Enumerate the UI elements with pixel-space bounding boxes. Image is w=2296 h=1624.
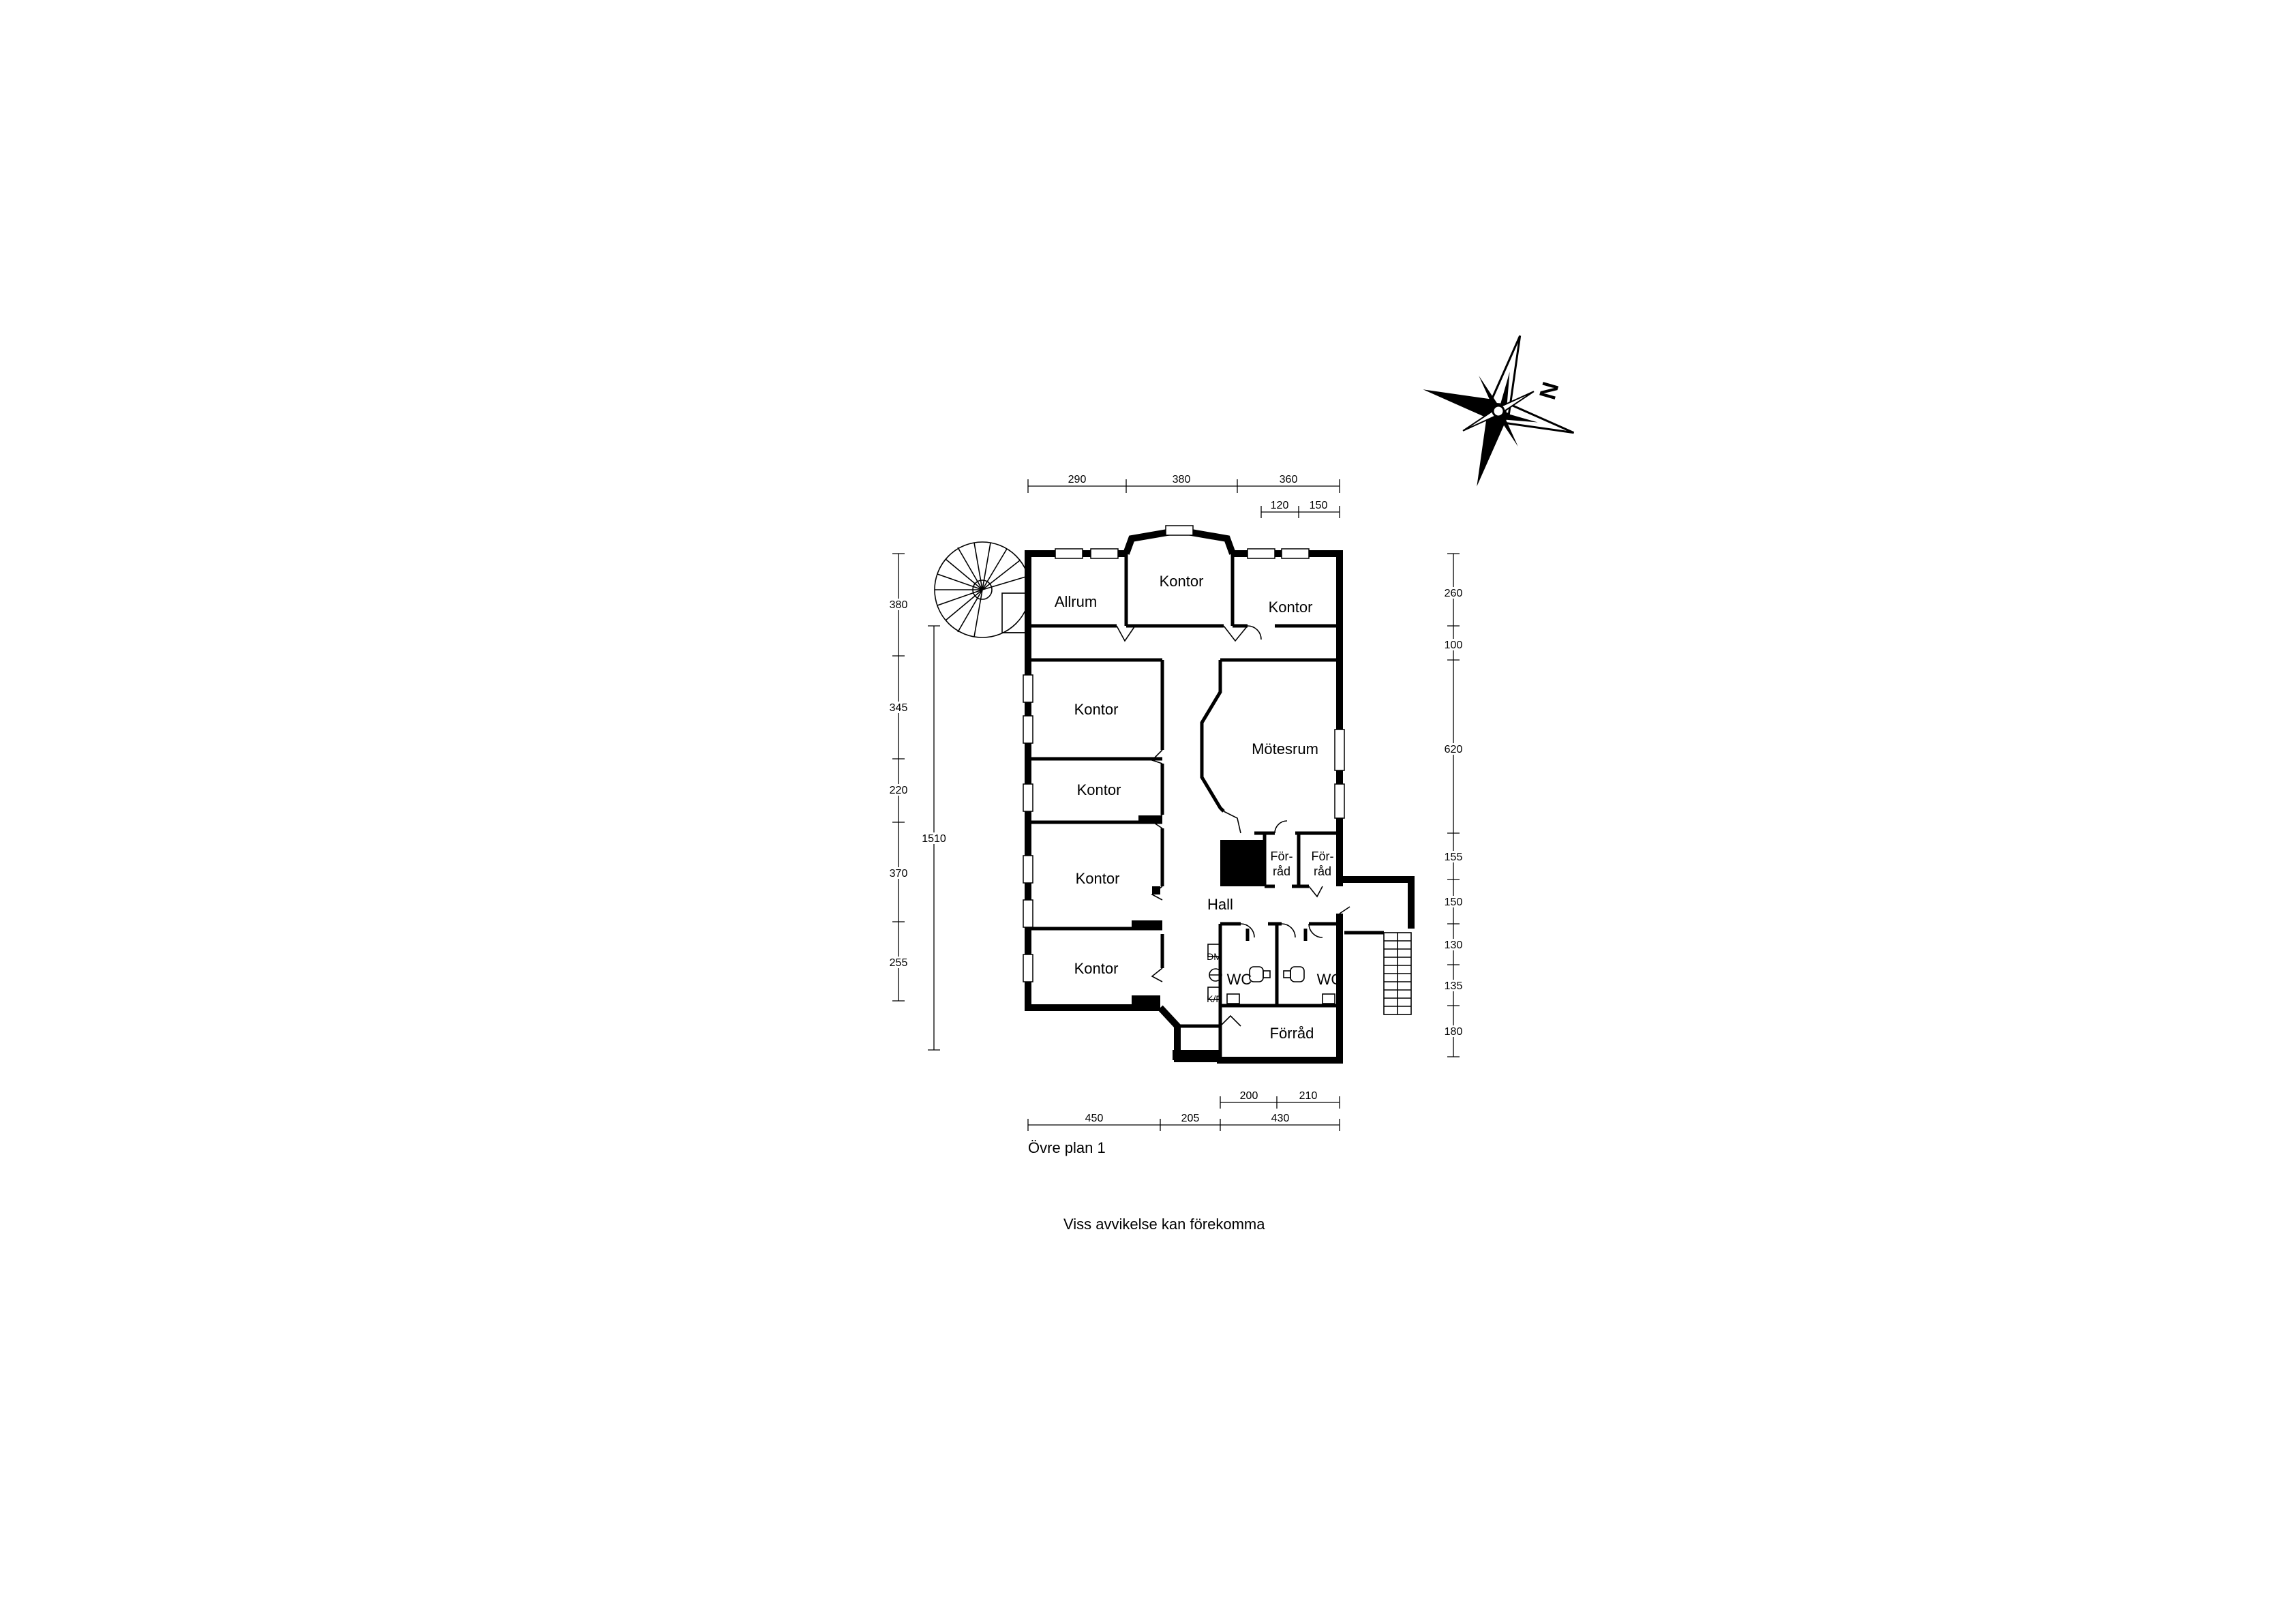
room-forrad-a-line2: råd xyxy=(1273,864,1290,878)
dim-bottom-2: 205 xyxy=(1181,1113,1200,1124)
dim-left-5: 255 xyxy=(890,957,908,969)
floor-name: Övre plan 1 xyxy=(1028,1139,1106,1156)
dim-left-1: 380 xyxy=(890,599,908,611)
room-forrad-b-line2: råd xyxy=(1314,864,1331,878)
dimension-bottom: 200 210 450 205 430 xyxy=(1027,1090,1340,1131)
dimension-top: 290 380 360 120 150 xyxy=(1027,474,1340,518)
label-kf: K/F xyxy=(1207,993,1222,1004)
dim-bottom-sub-1: 200 xyxy=(1240,1090,1258,1102)
dim-bottom-1: 450 xyxy=(1085,1113,1104,1124)
dimension-right: 260 100 620 155 150 130 135 180 xyxy=(1442,553,1464,1057)
dimension-left: 380 345 220 370 255 1510 xyxy=(888,553,948,1051)
compass-rose-icon xyxy=(1423,335,1575,487)
dim-bottom-3: 430 xyxy=(1271,1113,1290,1124)
compass-north-label: N xyxy=(1535,379,1564,402)
disclaimer: Viss avvikelse kan förekomma xyxy=(1063,1216,1265,1233)
dim-right-6: 130 xyxy=(1445,939,1463,951)
dim-bottom-sub-2: 210 xyxy=(1299,1090,1318,1102)
room-allrum: Allrum xyxy=(1055,593,1097,610)
solid-elements xyxy=(1132,815,1265,1060)
room-kontor-top: Kontor xyxy=(1160,573,1204,590)
room-wc-left: WC xyxy=(1227,971,1252,988)
dim-left-total: 1510 xyxy=(922,833,946,845)
exterior-stairs xyxy=(1344,931,1412,1015)
spiral-staircase xyxy=(934,541,1031,638)
dim-right-5: 150 xyxy=(1445,897,1463,908)
room-kontor-3: Kontor xyxy=(1076,870,1120,887)
interior-walls xyxy=(1028,554,1340,1059)
dim-left-3: 220 xyxy=(890,785,908,796)
room-forrad-bottom: Förråd xyxy=(1270,1025,1314,1042)
room-kontor-4: Kontor xyxy=(1074,960,1119,977)
room-motesrum: Mötesrum xyxy=(1252,740,1318,757)
dim-top-sub-1: 120 xyxy=(1271,500,1289,511)
room-kontor-top-right: Kontor xyxy=(1269,599,1313,616)
dim-left-2: 345 xyxy=(890,702,908,714)
dim-right-4: 155 xyxy=(1445,852,1463,863)
dim-left-4: 370 xyxy=(890,868,908,879)
dim-right-7: 135 xyxy=(1445,980,1463,992)
dim-right-3: 620 xyxy=(1445,744,1463,755)
room-kontor-2: Kontor xyxy=(1077,781,1121,798)
dim-right-2: 100 xyxy=(1445,640,1463,651)
dim-top-sub-2: 150 xyxy=(1310,500,1328,511)
doors xyxy=(1116,625,1350,1027)
dim-top-1: 290 xyxy=(1068,474,1087,485)
windows xyxy=(1023,525,1345,982)
dim-top-3: 360 xyxy=(1280,474,1298,485)
room-kontor-1: Kontor xyxy=(1074,701,1119,718)
wc-fixtures xyxy=(1207,944,1335,1004)
room-forrad-b-line1: För- xyxy=(1312,849,1334,863)
label-dm: DM xyxy=(1207,951,1222,962)
room-wc-right: WC xyxy=(1317,971,1342,988)
room-hall: Hall xyxy=(1207,896,1233,913)
dim-right-1: 260 xyxy=(1445,588,1463,599)
dim-right-8: 180 xyxy=(1445,1026,1463,1038)
room-forrad-a-line1: För- xyxy=(1271,849,1293,863)
dim-top-2: 380 xyxy=(1173,474,1191,485)
